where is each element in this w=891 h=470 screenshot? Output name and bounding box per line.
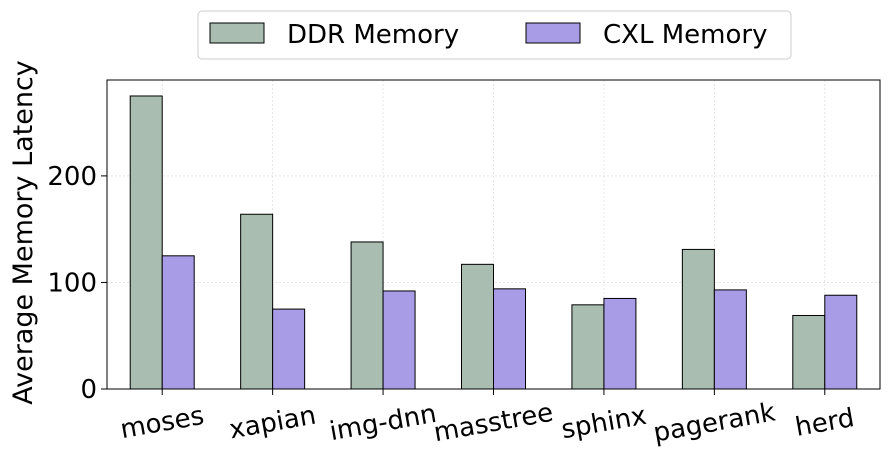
- legend-frame: [197, 10, 792, 60]
- y-axis-ticks: 0 100 200: [47, 162, 107, 405]
- bar-cxl-moses: [161, 255, 195, 390]
- x-tick-label: img-dnn: [327, 399, 438, 447]
- bar-cxl-sphinx: [603, 297, 637, 390]
- x-tick-label: masstree: [431, 398, 555, 448]
- legend-label-ddr: DDR Memory: [287, 20, 459, 50]
- x-tick-label: herd: [793, 403, 857, 443]
- y-tick-label: 0: [80, 375, 97, 405]
- x-tick-label: xapian: [227, 401, 318, 446]
- bar-ddr-xapian: [240, 213, 274, 390]
- bar-ddr-sphinx: [571, 304, 605, 390]
- bar-ddr-pagerank: [681, 248, 715, 390]
- bar-cxl-xapian: [272, 308, 306, 390]
- bar-ddr-moses: [129, 95, 163, 390]
- bar-ddr-img-dnn: [350, 241, 384, 390]
- x-tick-label: pagerank: [651, 398, 777, 449]
- bar-cxl-pagerank: [713, 289, 747, 390]
- legend-swatch-ddr: [209, 22, 265, 44]
- legend: DDR Memory CXL Memory: [197, 10, 792, 60]
- legend-label-cxl: CXL Memory: [603, 20, 767, 50]
- legend-swatch-cxl: [525, 22, 581, 44]
- x-tick-label: moses: [118, 401, 206, 445]
- bar-cxl-img-dnn: [382, 290, 416, 390]
- bars: [129, 95, 858, 390]
- bar-ddr-masstree: [461, 263, 494, 390]
- y-axis-label: Average Memory Latency: [8, 60, 39, 405]
- bar-ddr-herd: [792, 314, 826, 390]
- y-tick-label: 100: [47, 268, 97, 298]
- y-tick-label: 200: [47, 162, 97, 192]
- x-tick-label: sphinx: [559, 401, 649, 445]
- bar-cxl-masstree: [493, 288, 526, 390]
- bar-cxl-herd: [824, 294, 858, 390]
